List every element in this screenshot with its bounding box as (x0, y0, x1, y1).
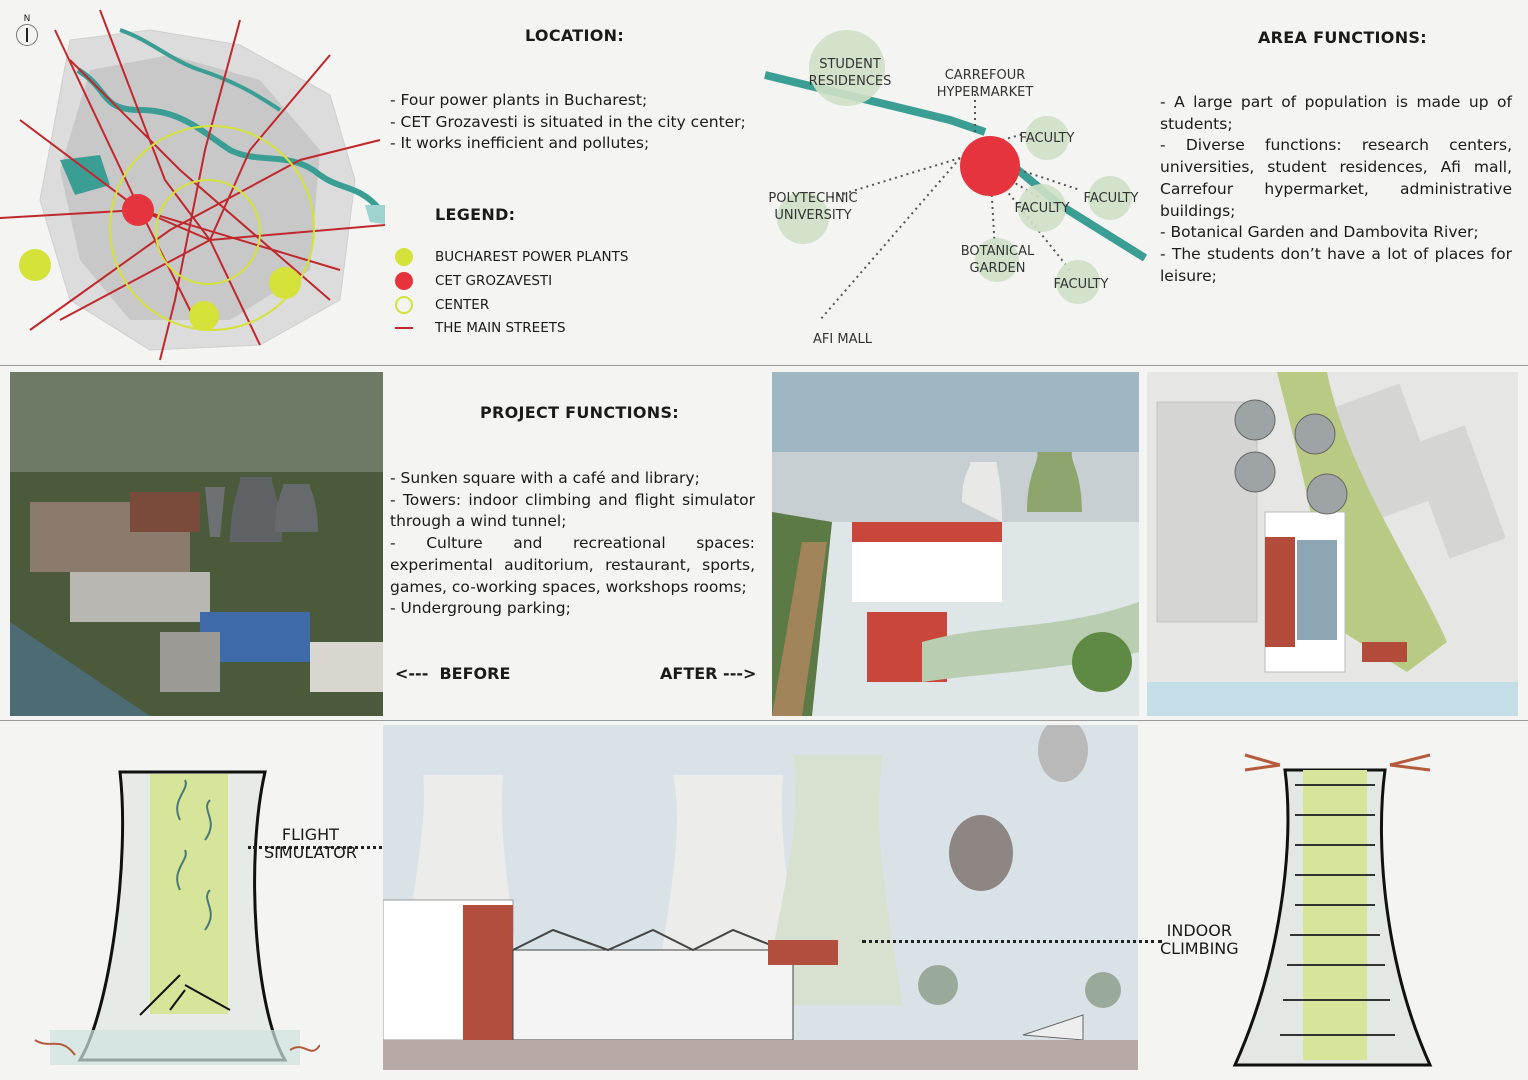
area-diagram (760, 20, 1160, 360)
legend-label: BUCHAREST POWER PLANTS (435, 249, 629, 265)
area-functions-text: - A large part of population is made up … (1160, 93, 1512, 285)
render-after (772, 372, 1139, 716)
after-label: AFTER ---> (660, 664, 757, 683)
before-label: <--- BEFORE (395, 664, 511, 683)
legend-label: CET GROZAVESTI (435, 273, 553, 289)
climbing-dotted-line (862, 940, 1162, 943)
north-arrow: N (16, 14, 38, 52)
legend-title: LEGEND: (435, 205, 516, 224)
node-faculty-3: FACULTY (1014, 201, 1070, 216)
area-functions-title: AREA FUNCTIONS: (1258, 28, 1427, 47)
flight-simulator-section (20, 760, 320, 1072)
node-faculty-4: FACULTY (1053, 277, 1109, 292)
project-functions-title: PROJECT FUNCTIONS: (480, 403, 679, 422)
divider-1 (0, 365, 1528, 366)
divider-2 (0, 720, 1528, 721)
red-dot-icon (395, 272, 413, 290)
site-plan (1147, 372, 1518, 716)
legend-item-streets: THE MAIN STREETS (395, 320, 566, 336)
node-student-residences: STUDENT RESIDENCES (808, 57, 892, 89)
legend-label: THE MAIN STREETS (435, 320, 566, 336)
compass-icon (16, 24, 38, 46)
elevation-section (383, 725, 1138, 1070)
city-map (0, 0, 385, 362)
node-faculty-2: FACULTY (1083, 191, 1139, 206)
aerial-photo-before (10, 372, 383, 716)
legend-item-center: CENTER (395, 296, 489, 314)
node-polytechnic: POLYTECHNIC UNIVERSITY (768, 191, 858, 223)
node-faculty-1: FACULTY (1019, 131, 1075, 146)
node-afi-mall: AFI MALL (813, 332, 872, 347)
red-line-icon (395, 327, 413, 329)
north-label: N (23, 14, 31, 24)
indoor-climbing-section (1195, 745, 1445, 1072)
legend-item-power-plants: BUCHAREST POWER PLANTS (395, 248, 628, 266)
node-botanical: BOTANICAL GARDEN (960, 244, 1035, 276)
location-text: - Four power plants in Bucharest; - CET … (390, 91, 746, 153)
legend-item-cet: CET GROZAVESTI (395, 272, 552, 290)
node-carrefour: CARREFOUR HYPERMARKET (936, 68, 1034, 100)
location-title: LOCATION: (525, 26, 625, 45)
legend-label: CENTER (435, 297, 490, 313)
ring-icon (395, 296, 413, 314)
flight-simulator-label: FLIGHT SIMULATOR (264, 825, 357, 862)
indoor-climbing-label: INDOOR CLIMBING (1160, 921, 1239, 958)
lime-dot-icon (395, 248, 413, 266)
project-functions-text: - Sunken square with a café and library;… (390, 469, 755, 618)
